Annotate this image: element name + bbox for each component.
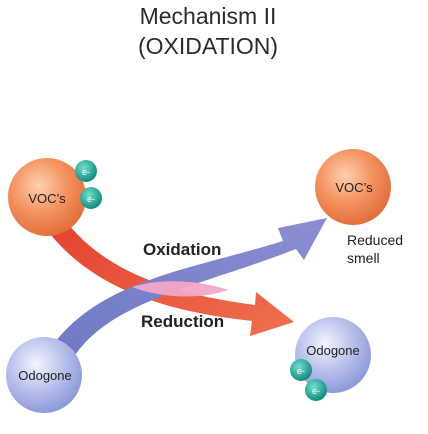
electron-icon: e- bbox=[305, 379, 327, 401]
voc-end-label: VOC’s bbox=[335, 180, 373, 195]
electron-icon: e- bbox=[290, 359, 312, 381]
voc-start-label: VOC’s bbox=[28, 191, 66, 206]
odogone-start-label: Odogone bbox=[18, 368, 72, 383]
svg-text:e-: e- bbox=[87, 194, 95, 204]
reduction-label: Reduction bbox=[141, 312, 224, 331]
voc-end-node: VOC’s bbox=[315, 149, 391, 225]
svg-text:e-: e- bbox=[312, 386, 320, 396]
electron-icon: e- bbox=[80, 187, 102, 209]
svg-text:e-: e- bbox=[82, 167, 90, 177]
reduction-arrow bbox=[48, 218, 327, 360]
odogone-start-node: Odogone bbox=[6, 337, 82, 413]
odogone-end-label: Odogone bbox=[306, 343, 360, 358]
crossing-highlight bbox=[132, 281, 228, 297]
voc-start-node: VOC’s bbox=[8, 158, 86, 236]
title-line-2: (OXIDATION) bbox=[137, 33, 279, 59]
electron-icon: e- bbox=[75, 160, 97, 182]
title-line-1: Mechanism II bbox=[139, 3, 277, 29]
oxidation-label: Oxidation bbox=[143, 240, 221, 259]
svg-text:e-: e- bbox=[297, 366, 305, 376]
odogone-end-node: Odogone bbox=[295, 317, 371, 393]
reduced-smell-line2: smell bbox=[347, 250, 380, 266]
oxidation-arrow bbox=[40, 210, 294, 336]
reduced-smell-line1: Reduced bbox=[347, 232, 403, 248]
